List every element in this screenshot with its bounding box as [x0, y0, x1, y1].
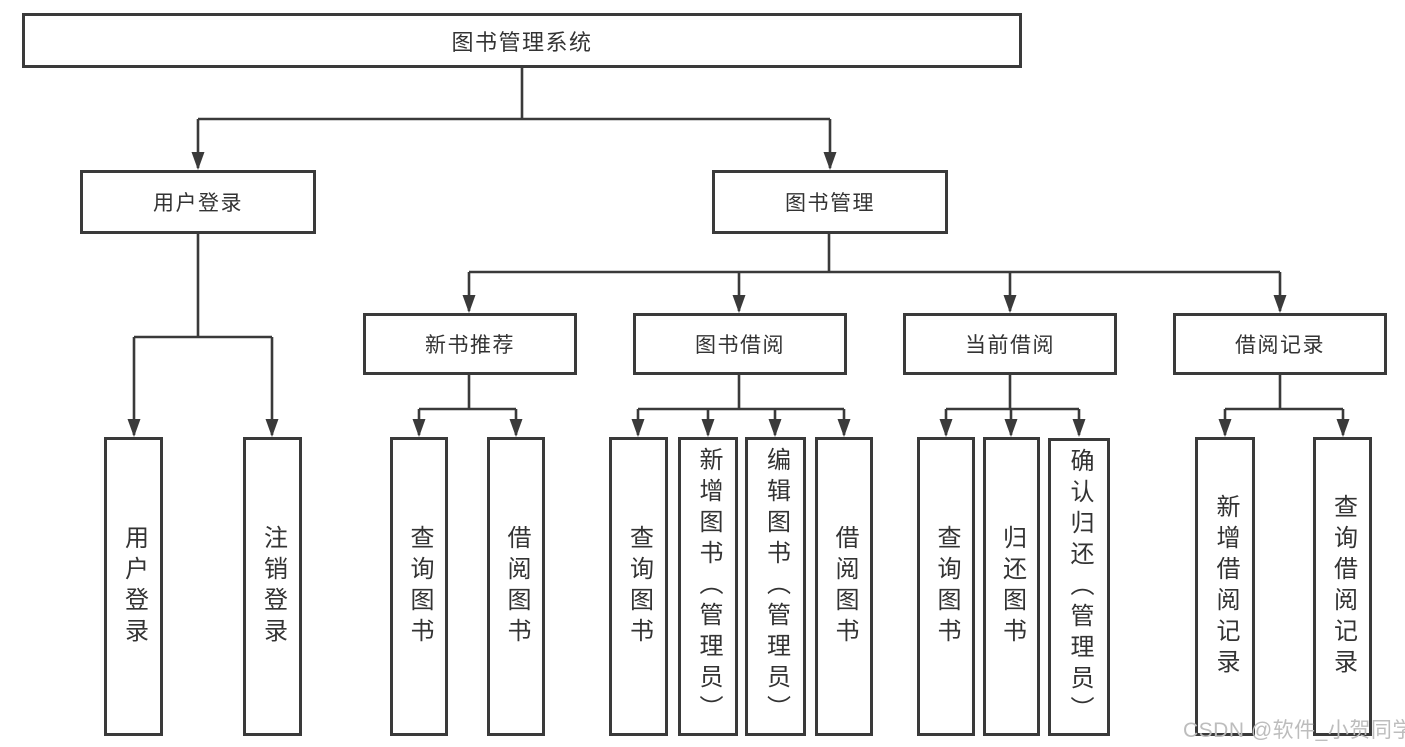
- connector-new-book-branch: [412, 375, 523, 437]
- connector-user-login-branch: [127, 234, 279, 437]
- leaf-return-books: 归还图书: [983, 437, 1040, 736]
- node-book-management: 图书管理: [712, 170, 948, 234]
- node-label: 图书借阅: [695, 334, 785, 357]
- leaf-add-borrow-record: 新增借阅记录: [1195, 437, 1255, 736]
- node-label: 借阅图书: [831, 524, 858, 649]
- connector-current-borrow-branch: [939, 375, 1086, 437]
- leaf-logout: 注销登录: [243, 437, 302, 736]
- leaf-edit-books-admin: 编辑图书（管理员）: [745, 437, 806, 736]
- node-label: 归还图书: [998, 524, 1026, 649]
- node-label: 用户登录: [120, 524, 148, 649]
- connector-book-borrow-branch: [631, 375, 851, 437]
- node-label: 查询图书: [933, 524, 960, 649]
- node-label: 新增借阅记录: [1212, 493, 1239, 680]
- node-system-root: 图书管理系统: [22, 13, 1022, 68]
- leaf-confirm-return-admin: 确认归还（管理员）: [1048, 438, 1110, 736]
- node-label: 查询图书: [625, 524, 653, 649]
- node-current-borrow: 当前借阅: [903, 313, 1117, 375]
- node-label: 借阅图书: [503, 524, 530, 649]
- node-label: 新增图书（管理员）: [695, 447, 722, 726]
- node-borrow-records: 借阅记录: [1173, 313, 1387, 375]
- leaf-borrow-books-1: 借阅图书: [487, 437, 545, 736]
- leaf-user-login: 用户登录: [104, 437, 163, 736]
- node-label: 确认归还（管理员）: [1066, 447, 1093, 727]
- connector-root-to-level2: [191, 68, 837, 170]
- node-user-login: 用户登录: [80, 170, 316, 234]
- node-label: 查询借阅记录: [1329, 493, 1357, 680]
- connector-book-management-branch: [462, 234, 1287, 313]
- node-label: 当前借阅: [965, 334, 1055, 357]
- node-label: 借阅记录: [1235, 334, 1325, 357]
- csdn-watermark: CSDN @软件_小贺同学: [1183, 719, 1405, 742]
- node-book-borrow: 图书借阅: [633, 313, 847, 375]
- node-new-book-recommend: 新书推荐: [363, 313, 577, 375]
- node-label: 注销登录: [259, 524, 287, 649]
- connector-borrow-records-branch: [1218, 375, 1350, 437]
- node-label: 图书管理: [785, 192, 875, 215]
- leaf-borrow-books-2: 借阅图书: [815, 437, 873, 736]
- node-label: 编辑图书（管理员）: [762, 447, 790, 726]
- node-label: 新书推荐: [425, 334, 515, 357]
- node-label: 用户登录: [153, 192, 243, 215]
- leaf-query-books-2: 查询图书: [609, 437, 668, 736]
- leaf-query-books-1: 查询图书: [390, 437, 448, 736]
- node-label: 查询图书: [406, 524, 433, 649]
- leaf-query-books-3: 查询图书: [917, 437, 975, 736]
- node-label: 图书管理系统: [451, 29, 593, 55]
- leaf-add-books-admin: 新增图书（管理员）: [678, 437, 738, 736]
- leaf-query-borrow-record: 查询借阅记录: [1313, 437, 1372, 736]
